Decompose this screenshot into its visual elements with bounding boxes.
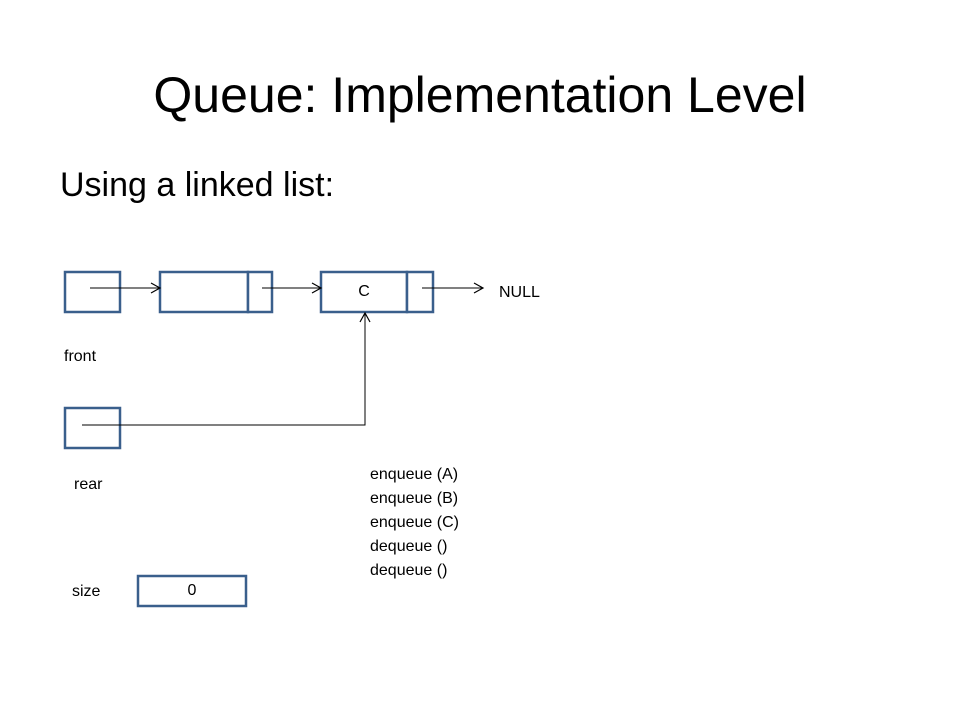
operation-item: dequeue () <box>370 562 448 579</box>
operation-item: enqueue (B) <box>370 490 459 507</box>
front-label: front <box>64 348 97 365</box>
slide-subtitle: Using a linked list: <box>60 166 335 204</box>
front-pointer-box <box>63 270 122 314</box>
size-box <box>136 574 248 608</box>
operation-item: dequeue () <box>370 538 448 555</box>
size-label: size <box>72 583 101 600</box>
rear-label: rear <box>74 476 103 493</box>
operation-item: enqueue (C) <box>370 514 459 531</box>
node-2-next-cell <box>405 270 435 314</box>
operations-list: enqueue (A) enqueue (B) enqueue (C) dequ… <box>370 463 459 583</box>
rear-arrow <box>82 311 371 426</box>
operation-item: enqueue (A) <box>370 466 459 483</box>
size-value: 0 <box>187 582 197 599</box>
null-label: NULL <box>499 284 540 301</box>
slide-title: Queue: Implementation Level <box>153 67 807 123</box>
node-1-data-cell <box>158 270 250 314</box>
node-value-c: C <box>358 283 370 300</box>
rear-pointer-box <box>63 406 122 450</box>
node-1-next-cell <box>246 270 274 314</box>
